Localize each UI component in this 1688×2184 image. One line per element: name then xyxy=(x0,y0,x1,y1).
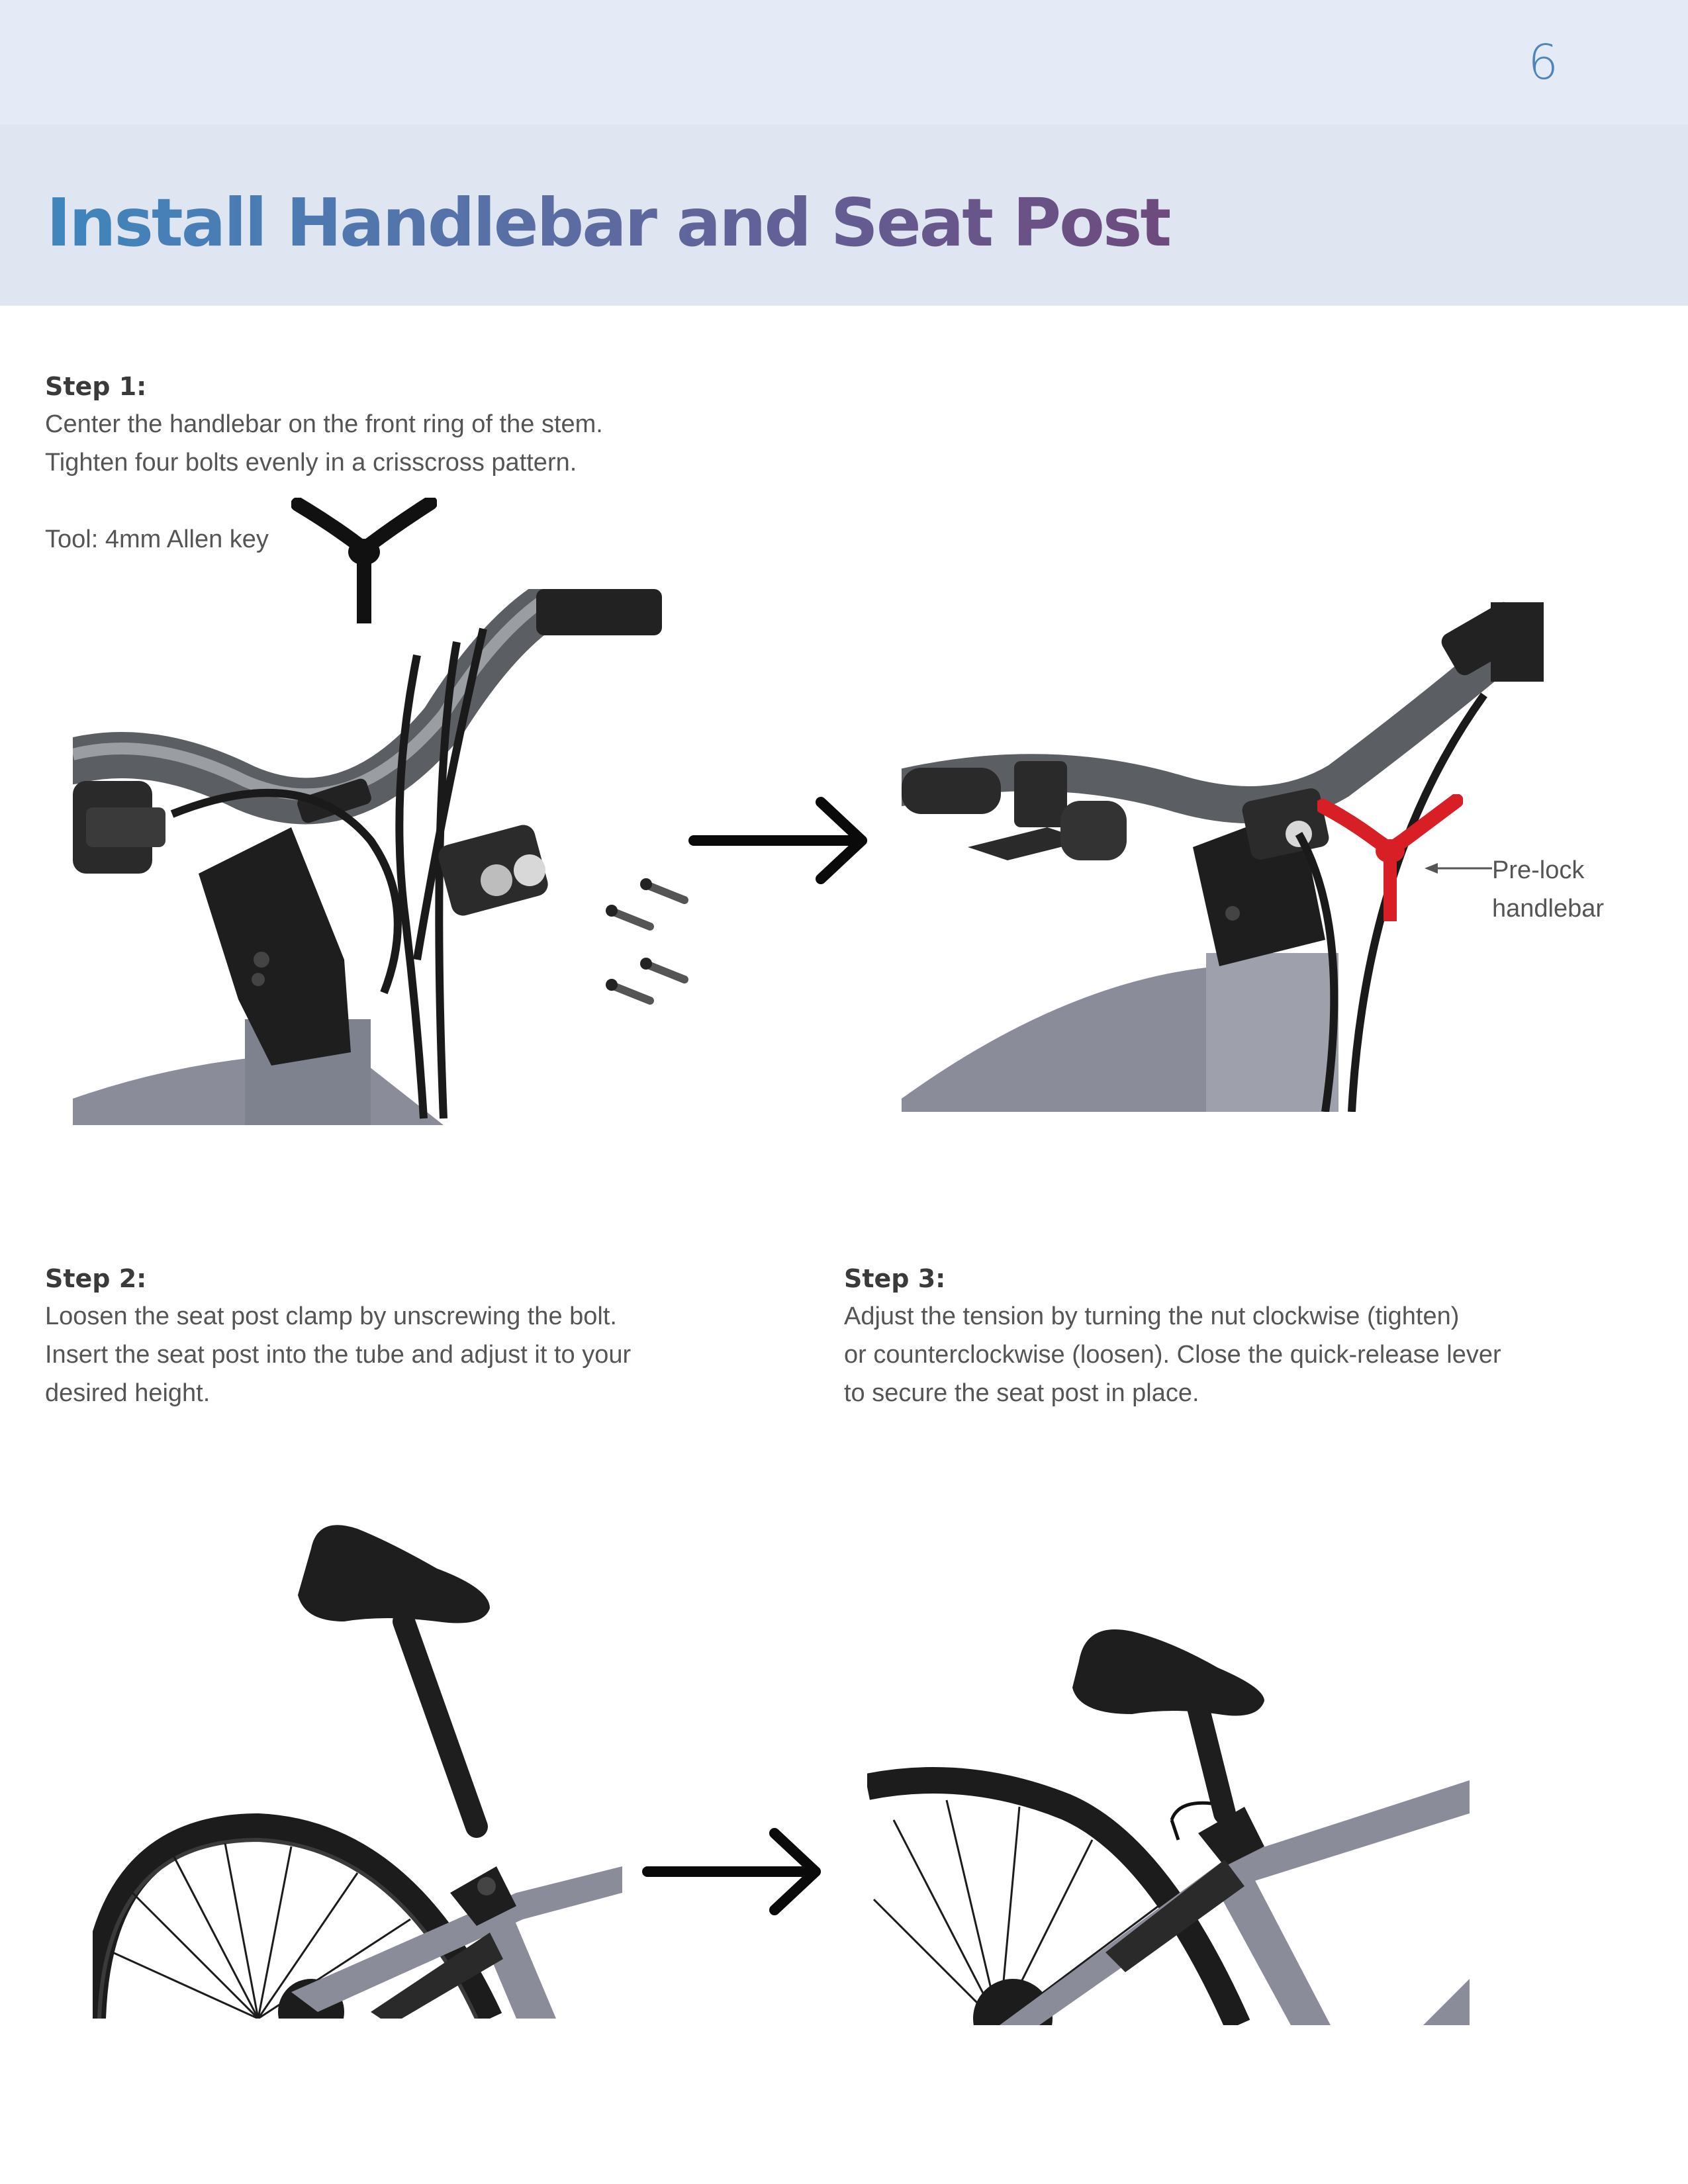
step3-line: or counterclockwise (loosen). Close the … xyxy=(844,1341,1501,1369)
title-band xyxy=(0,124,1688,306)
page-number: 6 xyxy=(1528,34,1558,90)
arrow-right-icon xyxy=(642,1828,821,1915)
step1-label: Step 1: xyxy=(45,372,147,401)
step1-block: Step 1: Center the handlebar on the fron… xyxy=(45,372,603,482)
step2-line: desired height. xyxy=(45,1379,211,1407)
handlebar-before-illustration xyxy=(73,589,662,1125)
step1-line: Center the handlebar on the front ring o… xyxy=(45,410,603,438)
step1-line: Tighten four bolts evenly in a crisscros… xyxy=(45,449,577,477)
seat-icon xyxy=(298,1525,490,1623)
seatpost-after-illustration xyxy=(867,1629,1470,2025)
arrow-right-icon xyxy=(688,797,867,884)
step3-block: Step 3: Adjust the tension by turning th… xyxy=(844,1264,1501,1412)
page-title: Install Handlebar and Seat Post xyxy=(46,184,1172,261)
callout-line: handlebar xyxy=(1492,895,1605,923)
step3-line: Adjust the tension by turning the nut cl… xyxy=(844,1302,1460,1330)
prelock-callout: Pre-lock handlebar xyxy=(1492,851,1604,928)
seat-icon xyxy=(1072,1629,1264,1716)
step2-block: Step 2: Loosen the seat post clamp by un… xyxy=(45,1264,631,1412)
allen-key-icon xyxy=(291,498,437,623)
seatpost-before-illustration xyxy=(93,1525,622,2019)
step2-line: Insert the seat post into the tube and a… xyxy=(45,1341,632,1369)
step1-tool: Tool: 4mm Allen key xyxy=(45,525,269,553)
bolt-icon xyxy=(606,905,654,931)
bolt-icon xyxy=(640,878,688,904)
bolt-icon xyxy=(640,958,688,983)
bolt-icon xyxy=(606,979,654,1005)
header-band xyxy=(0,0,1688,124)
step3-line: to secure the seat post in place. xyxy=(844,1379,1199,1407)
bolts-icon xyxy=(606,878,688,1005)
callout-line: Pre-lock xyxy=(1492,856,1585,884)
step2-label: Step 2: xyxy=(45,1264,147,1293)
handlebar-after-illustration xyxy=(902,602,1544,1112)
step3-label: Step 3: xyxy=(844,1264,946,1293)
callout-arrow-icon xyxy=(1425,863,1492,874)
step2-line: Loosen the seat post clamp by unscrewing… xyxy=(45,1302,617,1330)
allen-key-icon xyxy=(1317,794,1463,921)
